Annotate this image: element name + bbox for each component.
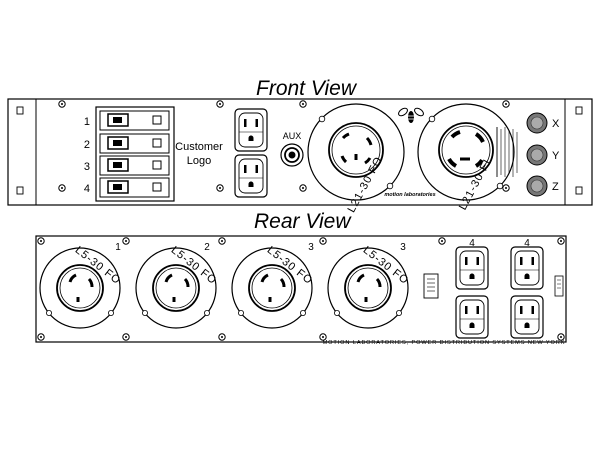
rear-twistlock-outlet-3a[interactable] (230, 246, 314, 330)
rear-outlet-number-2: 2 (204, 242, 210, 253)
rear-duplex-number-1: 4 (469, 238, 475, 249)
front-view-title: Front View (256, 77, 356, 100)
indicator-label-y: Y (552, 150, 560, 162)
front-duplex-outlet-bottom[interactable] (234, 154, 268, 198)
breaker-number-3: 3 (84, 161, 90, 173)
rear-outlet-number-1: 1 (115, 242, 121, 253)
circuit-breaker-block (95, 106, 175, 202)
rear-twistlock-outlet-2[interactable] (134, 246, 218, 330)
rear-view-title: Rear View (254, 210, 351, 233)
main-outlet-connector[interactable] (417, 103, 515, 201)
rear-footer-text: MOTION LABORATORIES, POWER DISTRIBUTION … (323, 340, 566, 346)
aux-connector[interactable] (280, 143, 304, 167)
customer-logo-line1: Customer (175, 141, 223, 153)
rear-twistlock-outlet-3b[interactable] (326, 246, 410, 330)
brand-label: motion laboratories (384, 192, 435, 198)
rear-spec-label (423, 273, 564, 299)
breaker-2[interactable] (99, 133, 170, 154)
aux-label: AUX (283, 131, 302, 141)
indicator-lamp-z (526, 175, 548, 197)
rear-outlet-number-3a: 3 (308, 242, 314, 253)
rear-duplex-outlet-2[interactable] (455, 295, 489, 339)
breaker-3[interactable] (99, 155, 170, 176)
breaker-4[interactable] (99, 177, 170, 198)
indicator-label-x: X (552, 118, 560, 130)
breaker-number-4: 4 (84, 183, 90, 195)
indicator-lamp-y (526, 144, 548, 166)
front-duplex-outlet-top[interactable] (234, 108, 268, 152)
breaker-number-2: 2 (84, 139, 90, 151)
bee-logo-icon (398, 107, 424, 123)
rear-duplex-outlet-3[interactable] (510, 246, 544, 290)
spec-label (496, 127, 518, 177)
rear-duplex-number-2: 4 (524, 238, 530, 249)
rear-duplex-outlet-4[interactable] (510, 295, 544, 339)
indicator-lamp-x (526, 112, 548, 134)
rear-duplex-outlet-1[interactable] (455, 246, 489, 290)
customer-logo-line2: Logo (187, 155, 211, 167)
rear-outlet-number-3b: 3 (400, 242, 406, 253)
breaker-1[interactable] (99, 110, 170, 131)
rear-twistlock-outlet-1[interactable] (38, 246, 122, 330)
breaker-number-1: 1 (84, 116, 90, 128)
indicator-label-z: Z (552, 181, 559, 193)
main-inlet-connector[interactable] (307, 103, 405, 201)
